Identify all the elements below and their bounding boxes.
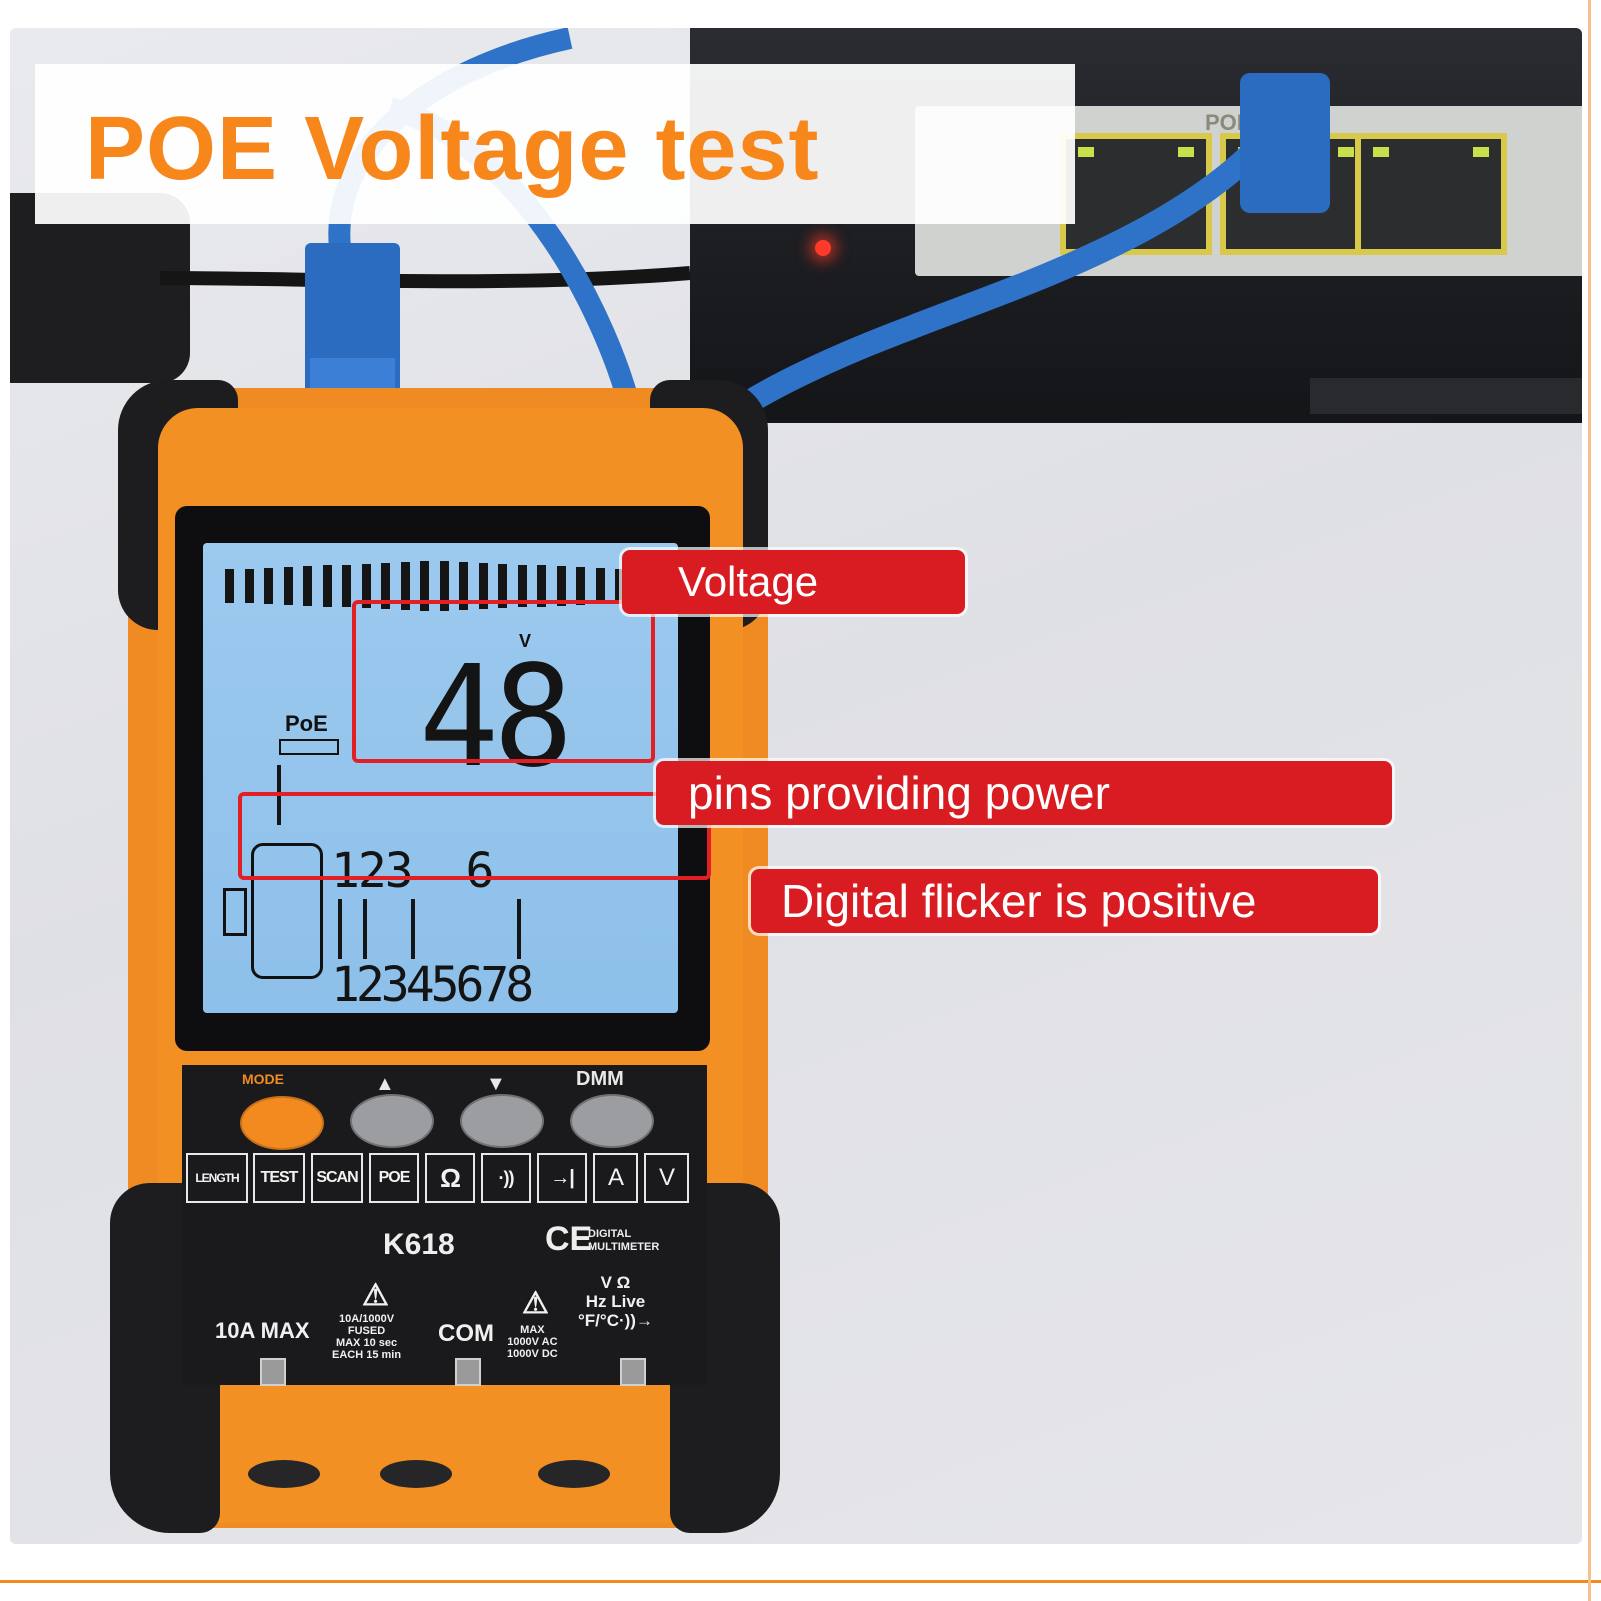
max-voltage-spec: MAX 1000V AC 1000V DC	[507, 1324, 558, 1360]
bargraph-segment	[244, 568, 254, 604]
down-button[interactable]	[460, 1094, 544, 1148]
lcd-pin-numbers: 12345678	[331, 957, 534, 1013]
bargraph-segment	[400, 562, 410, 610]
pin-line	[517, 899, 521, 959]
up-arrow-icon: ▲	[375, 1073, 395, 1095]
fuse-spec: 10A/1000V FUSED MAX 10 sec EACH 15 min	[332, 1313, 402, 1361]
lcd-power-pins: 123 6	[331, 843, 494, 899]
dmm-label: DMM	[576, 1068, 624, 1090]
remote-unit-icon	[251, 843, 323, 979]
bargraph-segment	[225, 569, 234, 603]
headline: POE Voltage test	[85, 99, 820, 199]
model-number: K618	[383, 1228, 455, 1261]
callout-flicker: Digital flicker is positive	[751, 869, 1378, 933]
pin-line	[338, 899, 342, 959]
key-continuity[interactable]: ·))	[481, 1153, 531, 1203]
warning-icon: ⚠	[522, 1287, 549, 1320]
ce-caption: DIGITAL MULTIMETER	[588, 1228, 660, 1253]
lcd-voltage-reading: 48	[418, 636, 573, 799]
probe-hole	[248, 1460, 320, 1488]
bargraph-segment	[283, 567, 293, 605]
bargraph-segment	[615, 568, 624, 604]
lcd-unit: V	[519, 631, 532, 651]
down-arrow-icon: ▼	[486, 1073, 506, 1095]
poe-indicator-icon	[279, 739, 339, 755]
pin-line	[411, 899, 415, 959]
bargraph-segment	[439, 561, 449, 611]
up-button[interactable]	[350, 1094, 434, 1148]
ce-mark: CE	[545, 1220, 593, 1258]
switch-port	[1355, 133, 1507, 255]
bargraph-segment	[264, 567, 273, 605]
switch-label-plate	[1310, 378, 1582, 414]
bargraph-segment	[303, 566, 312, 606]
bargraph-segment	[498, 563, 507, 609]
probe-hole	[380, 1460, 452, 1488]
pin-line	[363, 899, 367, 959]
bargraph-segment	[342, 564, 351, 608]
key-ohm[interactable]: Ω	[425, 1153, 475, 1203]
mode-label: MODE	[242, 1071, 284, 1087]
bargraph-segment	[556, 566, 566, 606]
key-scan[interactable]: SCAN	[311, 1153, 363, 1203]
key-test[interactable]: TEST	[253, 1153, 305, 1203]
bargraph-segment	[322, 565, 332, 607]
bargraph-segment	[478, 563, 488, 609]
right-rule	[1588, 0, 1591, 1601]
bargraph-segment	[420, 561, 429, 611]
photo-background: POE V 48 PoE	[10, 28, 1582, 1544]
bargraph-segment	[595, 567, 605, 605]
callout-voltage: Voltage	[622, 550, 965, 614]
mode-button[interactable]	[240, 1096, 324, 1150]
jack-10a-label: 10A MAX	[215, 1318, 310, 1343]
callout-pins: pins providing power	[656, 761, 1392, 825]
dmm-button[interactable]	[570, 1094, 654, 1148]
key-diode[interactable]: →|	[537, 1153, 587, 1203]
power-led	[815, 240, 831, 256]
bargraph-segment	[459, 562, 468, 610]
jack-vohm-label: V Ω Hz Live °F/°C·))→	[578, 1273, 653, 1330]
key-volts[interactable]: V	[644, 1153, 689, 1203]
warning-icon: ⚠	[362, 1279, 389, 1312]
lcd-poe-label: PoE	[285, 711, 328, 736]
pins-highlight-box	[238, 792, 711, 880]
bargraph-segment	[361, 563, 371, 609]
power-adapter	[10, 193, 190, 383]
key-poe[interactable]: POE	[369, 1153, 419, 1203]
key-amps[interactable]: A	[593, 1153, 638, 1203]
jack-com[interactable]	[455, 1358, 481, 1386]
probe-hole	[538, 1460, 610, 1488]
headline-banner	[35, 64, 1075, 224]
key-length[interactable]: LENGTH	[186, 1153, 248, 1203]
jack-vohm[interactable]	[620, 1358, 646, 1386]
lcd-display: V 48 PoE 123 6 12345678	[203, 543, 678, 1013]
battery-icon	[223, 888, 247, 936]
voltage-highlight-box	[352, 600, 655, 763]
jack-10a[interactable]	[260, 1358, 286, 1386]
bargraph-segment	[576, 567, 585, 605]
bargraph-segment	[537, 565, 546, 607]
bargraph-segment	[381, 563, 390, 609]
jack-com-label: COM	[438, 1320, 494, 1347]
bottom-rule	[0, 1580, 1601, 1583]
bargraph-segment	[517, 564, 527, 608]
